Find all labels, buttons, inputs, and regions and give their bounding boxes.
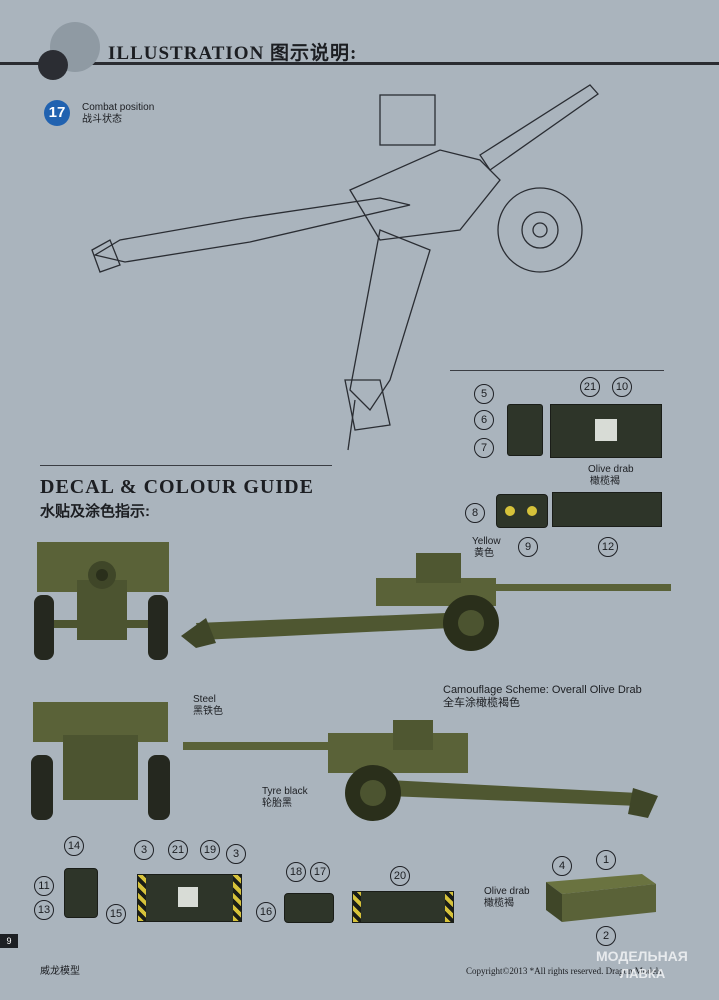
decal-number: 3 [134, 840, 154, 860]
decal-section-rule [40, 465, 332, 466]
decal-plate-stripe-long [352, 891, 454, 923]
decal-number: 18 [286, 862, 306, 882]
callout-camouflage: Camouflage Scheme: Overall Olive Drab [443, 684, 642, 696]
decal-plate-long [552, 492, 662, 527]
step-number-badge: 17 [44, 100, 70, 126]
header-rule [0, 62, 719, 65]
decal-plate-small [507, 404, 543, 456]
step-label-cn: 战斗状态 [82, 114, 122, 125]
watermark-line-2: ЛАВКА [620, 966, 666, 981]
decal-number: 9 [518, 537, 538, 557]
decal-guide-subtitle: 水贴及涂色指示: [40, 503, 150, 520]
ammo-box-decal-top [550, 404, 662, 458]
footer-copyright: Copyright©2013 *All rights reserved. Dra… [466, 966, 662, 976]
decal-number: 7 [474, 438, 494, 458]
decal-number: 12 [598, 537, 618, 557]
decal-number: 2 [596, 926, 616, 946]
callout-olive-drab-bottom: Olive drab [484, 886, 530, 897]
decal-number: 3 [226, 844, 246, 864]
decal-number: 15 [106, 904, 126, 924]
hazard-stripe-right [233, 875, 241, 921]
howitzer-rear-view [31, 702, 170, 820]
decal-number: 10 [612, 377, 632, 397]
callout-yellow: Yellow [472, 536, 501, 547]
ammo-box-decal-bottom [137, 874, 242, 922]
decal-guide-title: DECAL & COLOUR GUIDE [40, 476, 314, 498]
step-label-en: Combat position [82, 102, 155, 113]
yellow-dot [527, 506, 537, 516]
decal-plate-round [284, 893, 334, 923]
decal-number: 20 [390, 866, 410, 886]
howitzer-side-view-bottom [183, 720, 658, 821]
callout-camouflage-cn: 全车涂橄榄褐色 [443, 697, 520, 709]
howitzer-front-view [34, 542, 169, 660]
watermark-line-1: МОДЕЛЬНАЯ [596, 948, 688, 964]
callout-steel: Steel [193, 694, 216, 705]
callout-steel-cn: 黑铁色 [193, 706, 223, 717]
callout-olive-drab-top: Olive drab [588, 464, 634, 475]
footer-brand: 威龙模型 [40, 966, 80, 977]
callout-yellow-cn: 黄色 [474, 548, 494, 559]
decal-number: 21 [168, 840, 188, 860]
callout-tyre: Tyre black [262, 786, 308, 797]
page-number: 9 [0, 934, 18, 948]
howitzer-line-drawing [91, 84, 599, 451]
decal-number: 5 [474, 384, 494, 404]
decal-number: 17 [310, 862, 330, 882]
howitzer-side-view-top [181, 553, 671, 651]
callout-olive-drab-bottom-cn: 橄榄褐 [484, 898, 514, 909]
hazard-stripe-right [445, 892, 453, 922]
decal-number: 6 [474, 410, 494, 430]
decal-number: 8 [465, 503, 485, 523]
header-circle-small [38, 50, 68, 80]
hazard-stripe-left [353, 892, 361, 922]
page-title: ILLUSTRATION 图示说明: [108, 43, 358, 64]
yellow-dot [505, 506, 515, 516]
callout-tyre-cn: 轮胎黑 [262, 798, 292, 809]
ammo-crate [546, 874, 656, 922]
decal-white-patch [595, 419, 617, 441]
decal-section-rule-top [450, 370, 664, 371]
decal-number: 1 [596, 850, 616, 870]
decal-number: 21 [580, 377, 600, 397]
decal-white-patch [178, 887, 198, 907]
hazard-stripe-left [138, 875, 146, 921]
decal-number: 16 [256, 902, 276, 922]
decal-plate-stripes [64, 868, 98, 918]
decal-yellow-markings [496, 494, 548, 528]
decal-number: 19 [200, 840, 220, 860]
decal-number: 11 [34, 876, 54, 896]
callout-olive-drab-top-cn: 橄榄褐 [590, 476, 620, 487]
decal-number: 14 [64, 836, 84, 856]
decal-number: 4 [552, 856, 572, 876]
decal-number: 13 [34, 900, 54, 920]
